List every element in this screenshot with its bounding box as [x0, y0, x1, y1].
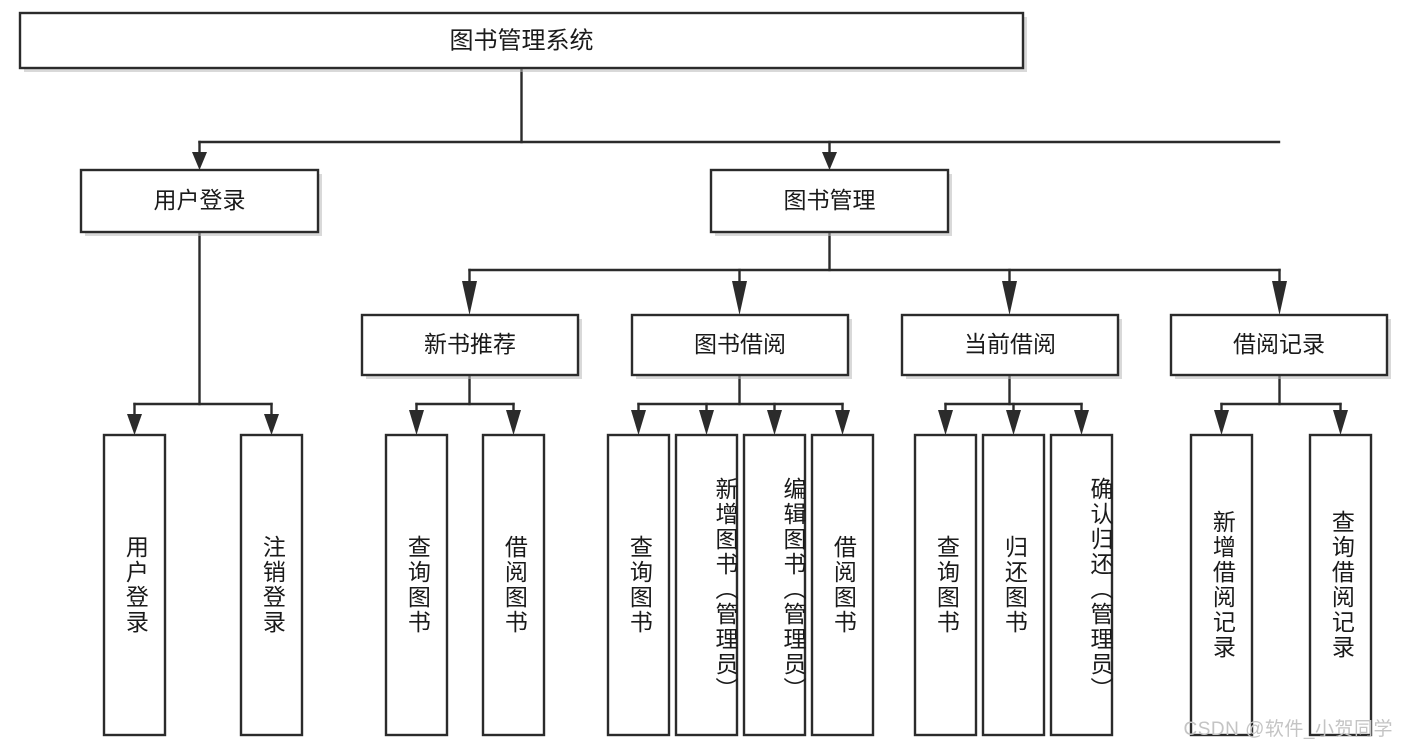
arrow-head-leaf-logout	[264, 414, 279, 435]
arrow-head-book-borrow	[732, 281, 747, 315]
node-leaf-confirm-return[interactable]	[1049, 433, 1114, 737]
node-leaf-add-record[interactable]	[1189, 433, 1254, 737]
node-leaf-edit-book[interactable]	[742, 433, 807, 737]
arrow-head-leaf-confirm-return	[1074, 410, 1089, 435]
node-root-label: 图书管理系统	[450, 27, 594, 54]
node-leaf-query-book-2[interactable]	[606, 433, 671, 737]
node-book-borrow[interactable]	[630, 313, 850, 377]
node-leaf-query-book-1[interactable]	[384, 433, 449, 737]
node-borrow-record[interactable]	[1169, 313, 1389, 377]
arrow-head-leaf-edit-book	[767, 410, 782, 435]
node-leaf-logout[interactable]	[239, 433, 304, 737]
connector-layer	[127, 66, 1348, 435]
node-leaf-return-book[interactable]	[981, 433, 1046, 737]
node-leaf-borrow-book-1[interactable]	[481, 433, 546, 737]
node-new-book-recommend[interactable]	[360, 313, 580, 377]
node-user-login[interactable]	[79, 168, 320, 234]
arrow-head-leaf-query-book-3	[938, 410, 953, 435]
node-borrow-record-label: 借阅记录	[1233, 331, 1325, 357]
arrow-head-leaf-query-book-1	[409, 410, 424, 435]
arrow-head-current-borrow	[1002, 281, 1017, 315]
arrow-head-leaf-user-login	[127, 414, 142, 435]
arrow-head-leaf-query-book-2	[631, 410, 646, 435]
arrow-head-leaf-add-record	[1214, 410, 1229, 435]
arrow-head-leaf-add-book	[699, 410, 714, 435]
arrow-head-borrow-record	[1272, 281, 1287, 315]
node-leaf-user-login[interactable]	[102, 433, 167, 737]
arrow-head-leaf-return-book	[1006, 410, 1021, 435]
csdn-watermark: CSDN @软件_小贺同学	[1183, 719, 1393, 740]
node-leaf-borrow-book-2[interactable]	[810, 433, 875, 737]
node-leaf-query-book-3[interactable]	[913, 433, 978, 737]
node-book-borrow-label: 图书借阅	[694, 331, 786, 357]
arrow-head-book-management	[822, 152, 837, 170]
node-root[interactable]	[18, 11, 1025, 70]
arrow-head-leaf-borrow-book-2	[835, 410, 850, 435]
node-leaf-add-book[interactable]	[674, 433, 739, 737]
arrow-head-leaf-borrow-book-1	[506, 410, 521, 435]
node-new-book-label: 新书推荐	[424, 331, 516, 357]
arrow-head-new-book	[462, 281, 477, 315]
arrow-head-leaf-query-record	[1333, 410, 1348, 435]
node-user-login-label: 用户登录	[154, 187, 246, 213]
node-current-borrow-label: 当前借阅	[964, 331, 1056, 357]
node-book-management-label: 图书管理	[784, 187, 876, 213]
node-leaf-query-record[interactable]	[1308, 433, 1373, 737]
node-layer: 图书管理系统 用户登录 图书管理 新书推荐 图书借阅 当前借阅 借阅记录	[18, 11, 1391, 737]
node-current-borrow[interactable]	[900, 313, 1120, 377]
arrow-head-user-login	[192, 152, 207, 170]
node-book-management[interactable]	[709, 168, 950, 234]
